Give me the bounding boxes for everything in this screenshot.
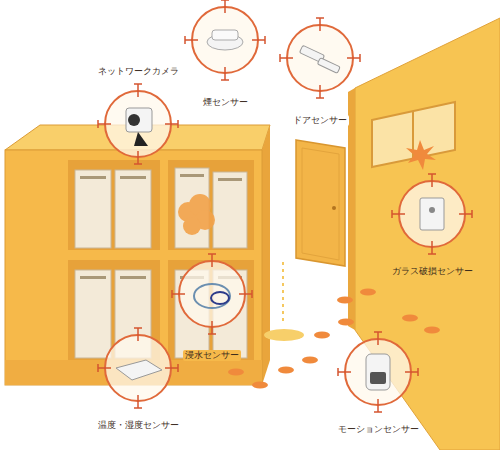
sensor-label: 温度・湿度センサー [96, 420, 181, 431]
sensor-label: 煙センサー [201, 97, 250, 108]
door [296, 140, 345, 266]
sensor-icons [116, 30, 444, 390]
wall [348, 18, 500, 450]
sensor-label: 浸水センサー [183, 350, 241, 361]
sensor-label: ドアセンサー [291, 115, 349, 126]
sensor-markers [98, 0, 472, 412]
sensor-label: ガラス破損センサー [390, 266, 475, 277]
smoke-cloud [178, 194, 215, 235]
sensor-label: ネットワークカメラ [96, 66, 181, 77]
sensor-label: モーションセンサー [336, 424, 421, 435]
